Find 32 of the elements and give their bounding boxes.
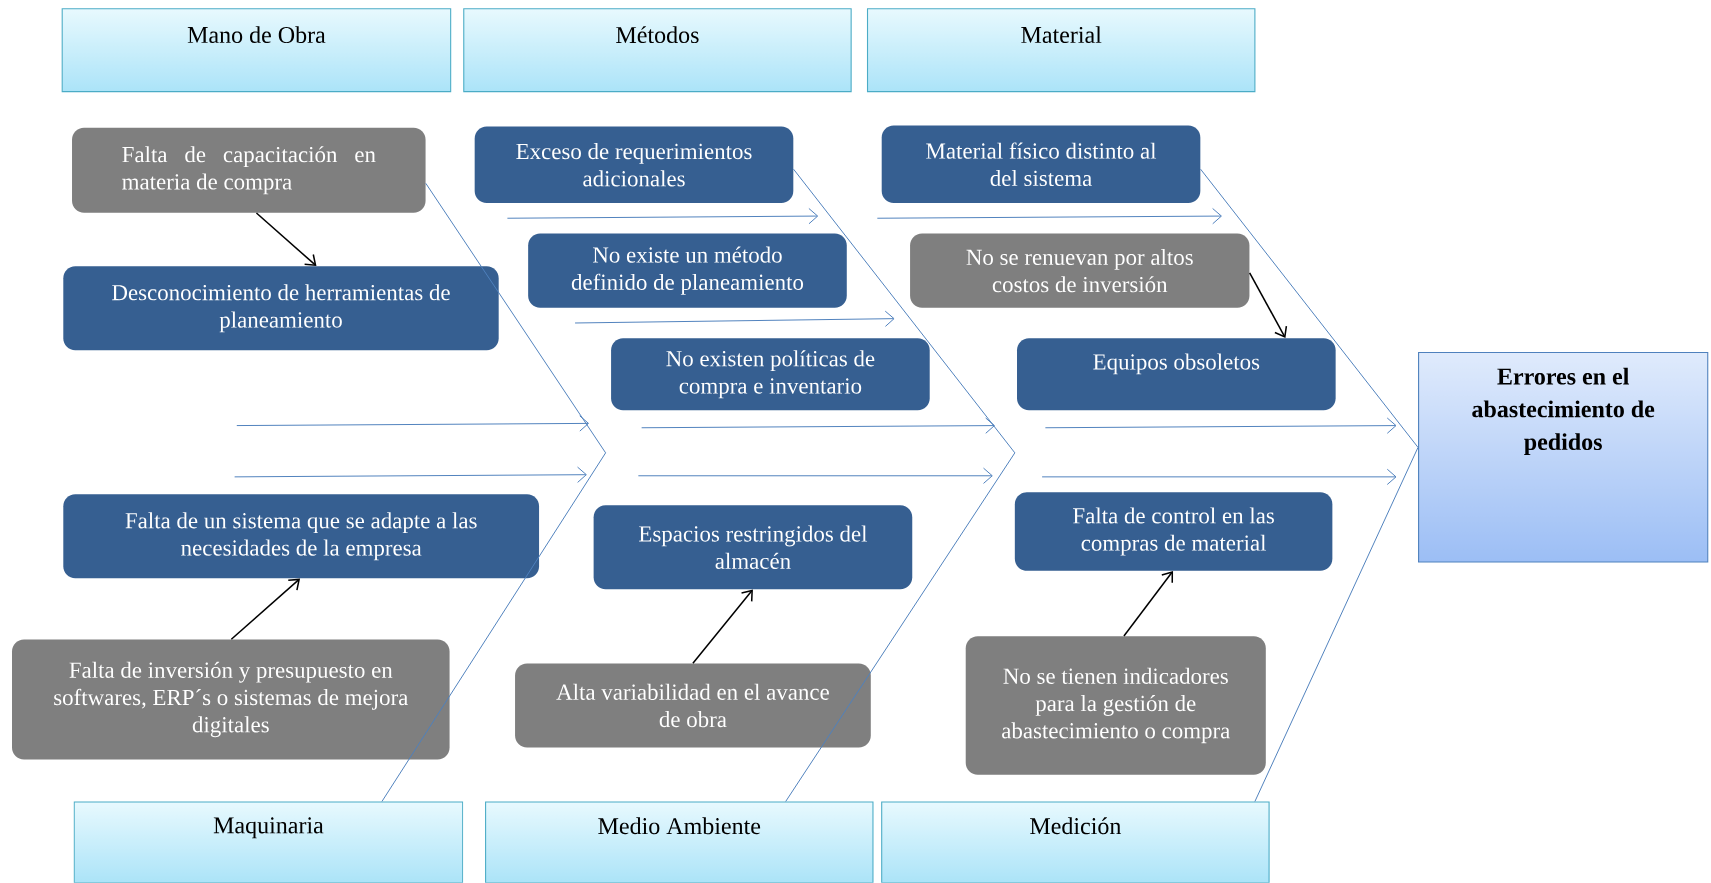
bone-line [381, 452, 607, 803]
cause-box: Espacios restringidos del almacén [593, 505, 913, 590]
category-box: Medición [881, 801, 1270, 883]
arrow [692, 589, 753, 665]
cause-box: Desconocimiento de herramientas de planeamiento [63, 266, 499, 351]
bone-line [1254, 447, 1419, 803]
bone-line [1200, 168, 1419, 448]
cause-box: Material físico distinto al del sistema [881, 125, 1201, 204]
sub-cause-box: Falta de inversión y presupuesto en softwares, ERP´s o sistemas de mejora digitales [12, 639, 450, 760]
category-box: Métodos [463, 8, 852, 93]
sub-cause-box: Falta de capacitación en materia de compra [72, 127, 426, 213]
category-box: Material [866, 8, 1256, 93]
arrow [230, 578, 301, 641]
arrow [1248, 272, 1288, 339]
cause-box: Equipos obsoletos [1017, 338, 1336, 411]
cause-box: Falta de un sistema que se adapte a las necesidades de la empresa [63, 494, 540, 579]
cause-box: No existen políticas de compra e inventario [611, 338, 930, 411]
arrow [255, 212, 317, 267]
sub-cause-box: No se renuevan por altos costos de inversión [910, 233, 1250, 308]
category-box: Maquinaria [73, 801, 464, 883]
cause-box: Falta de control en las compras de material [1014, 492, 1333, 571]
bone-line [785, 452, 1016, 803]
cause-box: Exceso de requerimientos adicionales [474, 126, 794, 204]
effect-box: Errores en el abastecimiento de pedidos [1418, 352, 1709, 563]
arrow [1123, 571, 1174, 637]
category-box: Medio Ambiente [485, 801, 874, 883]
category-box: Mano de Obra [61, 8, 452, 93]
bone-line [793, 168, 1016, 454]
cause-box: No existe un método definido de planeamiento [528, 233, 847, 308]
bone-line [425, 182, 607, 454]
sub-cause-box: No se tienen indicadores para la gestión de abastecimiento o compra [965, 636, 1266, 775]
sub-cause-box: Alta variabilidad en el avance de obra [515, 663, 871, 748]
